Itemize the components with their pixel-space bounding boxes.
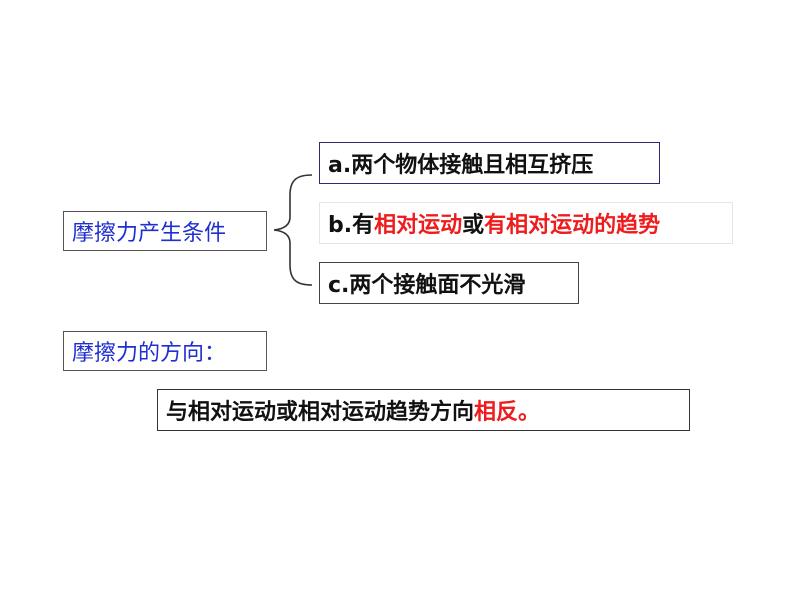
condition-a: a.两个物体接触且相互挤压 — [319, 142, 660, 184]
condition-b: b.有相对运动或有相对运动的趋势 — [319, 202, 733, 244]
condition-c: c.两个接触面不光滑 — [319, 262, 579, 304]
direction-answer-highlight: 相反。 — [474, 400, 541, 425]
curly-brace — [273, 174, 313, 286]
direction-answer-prefix: 与相对运动或相对运动趋势方向 — [166, 400, 475, 425]
conditions-title: 摩擦力产生条件 — [63, 211, 267, 251]
condition-b-or: 或 — [462, 213, 485, 238]
conditions-title-text: 摩擦力产生条件 — [72, 221, 227, 246]
direction-answer: 与相对运动或相对运动趋势方向相反。 — [157, 389, 690, 431]
condition-b-prefix: b.有 — [328, 213, 375, 238]
condition-b-highlight-motion-tendency: 有相对运动的趋势 — [484, 213, 661, 238]
condition-c-text: c.两个接触面不光滑 — [328, 273, 526, 298]
condition-b-highlight-relative-motion: 相对运动 — [374, 213, 463, 238]
direction-label-text: 摩擦力的方向： — [72, 341, 227, 366]
condition-a-text: a.两个物体接触且相互挤压 — [328, 153, 594, 178]
direction-label: 摩擦力的方向： — [63, 331, 267, 371]
